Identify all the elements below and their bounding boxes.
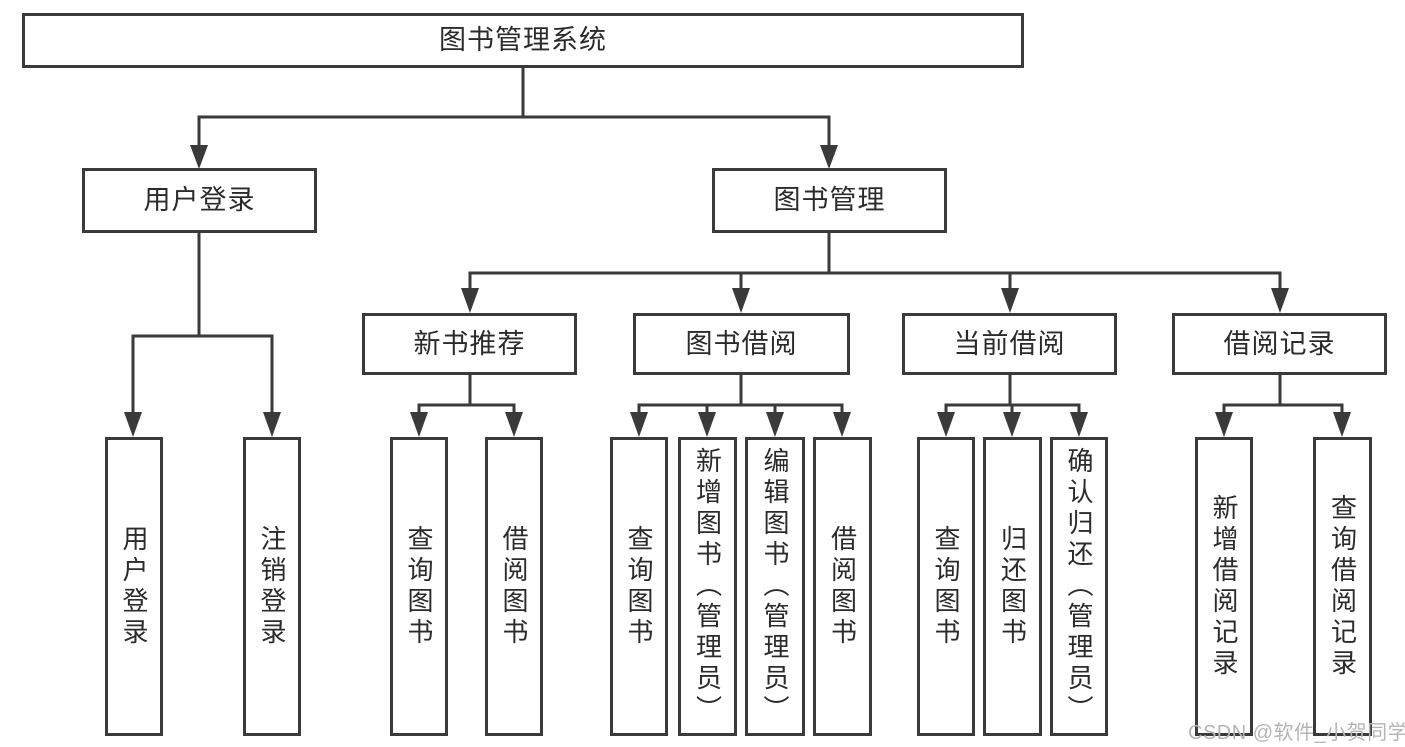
- node-label: 图书借阅: [685, 328, 798, 359]
- node-book-management: 图书管理: [712, 168, 947, 233]
- node-library-management-system: 图书管理系统: [22, 13, 1024, 68]
- node-label: 查询图书: [624, 524, 654, 649]
- node-label: 图书管理: [773, 185, 886, 215]
- node-current-borrow: 当前借阅: [902, 313, 1117, 375]
- leaf-query-books-current: 查询图书: [917, 437, 975, 736]
- node-label: 查询借阅记录: [1327, 493, 1358, 680]
- leaf-borrow-books-recommend: 借阅图书: [485, 437, 543, 736]
- node-label: 借阅记录: [1223, 328, 1336, 359]
- node-book-borrow: 图书借阅: [633, 313, 850, 375]
- node-label: 借阅图书: [827, 524, 858, 649]
- leaf-query-borrow-record: 查询借阅记录: [1313, 437, 1372, 736]
- node-label: 借阅图书: [499, 524, 529, 649]
- leaf-borrow-books: 借阅图书: [813, 437, 872, 736]
- node-label: 新增借阅记录: [1209, 493, 1239, 680]
- node-label: 注销登录: [257, 524, 287, 649]
- node-user-login: 用户登录: [82, 168, 317, 233]
- leaf-confirm-return-admin: 确认归还（管理员）: [1050, 437, 1108, 736]
- leaf-edit-books-admin: 编辑图书（管理员）: [745, 437, 805, 736]
- leaf-query-books-recommend: 查询图书: [390, 437, 448, 736]
- node-label: 图书管理系统: [439, 25, 607, 55]
- node-borrow-records: 借阅记录: [1172, 313, 1387, 375]
- leaf-query-books-borrow: 查询图书: [610, 437, 668, 736]
- node-new-book-recommend: 新书推荐: [362, 313, 577, 375]
- node-label: 新增图书（管理员）: [692, 447, 723, 726]
- node-label: 查询图书: [404, 524, 434, 649]
- csdn-watermark: CSDN @软件_小贺同学: [1188, 722, 1405, 744]
- leaf-return-books: 归还图书: [983, 437, 1042, 736]
- node-label: 编辑图书（管理员）: [760, 447, 790, 726]
- leaf-add-books-admin: 新增图书（管理员）: [678, 437, 737, 736]
- node-label: 查询图书: [931, 524, 961, 649]
- leaf-user-login: 用户登录: [105, 437, 163, 736]
- node-label: 确认归还（管理员）: [1064, 447, 1094, 726]
- node-label: 当前借阅: [953, 328, 1066, 359]
- leaf-add-borrow-record: 新增借阅记录: [1195, 437, 1253, 736]
- leaf-logout: 注销登录: [243, 437, 301, 736]
- node-label: 归还图书: [997, 524, 1028, 649]
- node-label: 用户登录: [119, 524, 149, 649]
- node-label: 新书推荐: [413, 328, 526, 359]
- node-label: 用户登录: [143, 185, 256, 215]
